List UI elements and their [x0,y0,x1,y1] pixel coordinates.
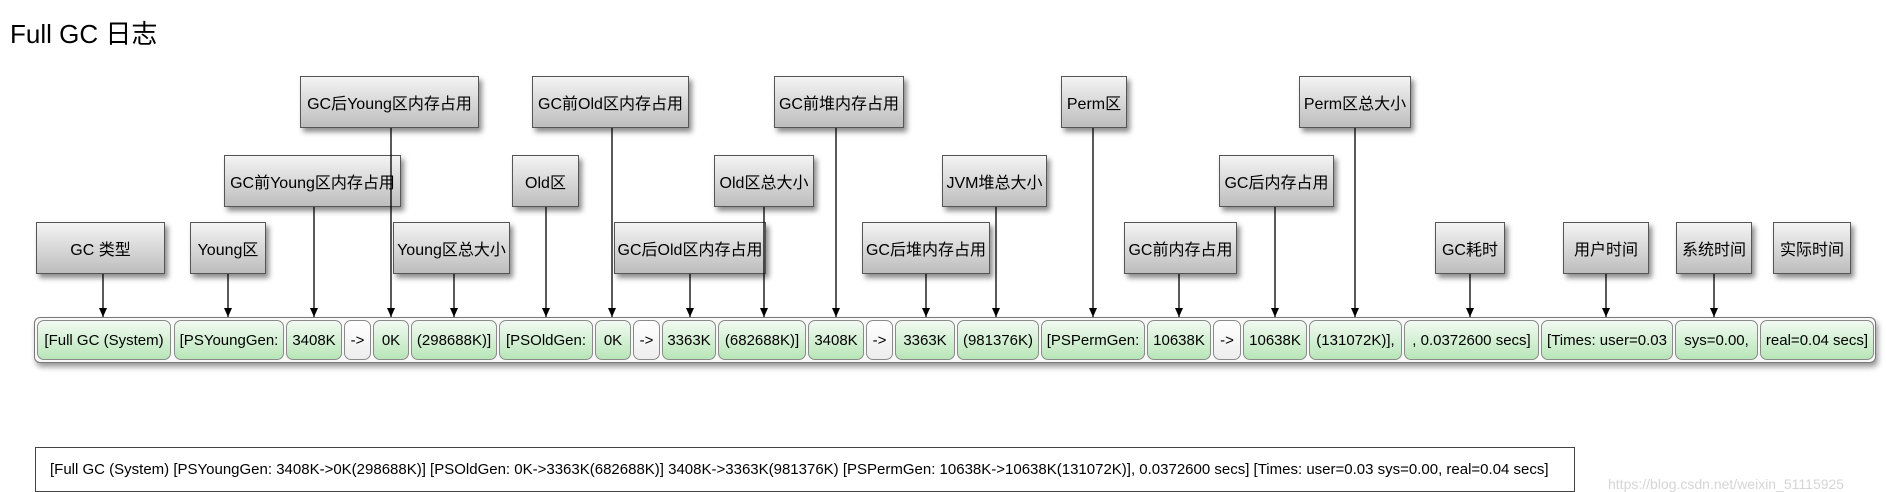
label-young-area: Young区 [190,222,266,274]
label-young-total: Young区总大小 [393,222,510,274]
label-old-before: GC前Old区内存占用 [532,76,689,128]
label-old-after: GC后Old区内存占用 [614,222,766,274]
label-heap-before: GC前堆内存占用 [774,76,904,128]
segment-psyounggen: [PSYoungGen: [174,320,284,360]
label-real-time: 实际时间 [1773,222,1851,274]
segment-pspermgen: [PSPermGen: [1041,320,1145,360]
segment-heap-after: 3363K [895,320,955,360]
label-perm-total: Perm区总大小 [1299,76,1411,128]
segment-perm-before: 10638K [1147,320,1211,360]
segment-young-total: (298688K)] [411,320,497,360]
watermark: https://blog.csdn.net/weixin_51115925 [1608,476,1845,492]
segment-young-before: 3408K [286,320,342,360]
segment-real: real=0.04 secs] [1760,320,1874,360]
label-gc-type: GC 类型 [36,222,165,274]
label-perm-area: Perm区 [1061,76,1127,128]
segment-full-gc: [Full GC (System) [37,320,171,360]
label-young-before: GC前Young区内存占用 [224,155,401,207]
segment-young-after: 0K [373,320,409,360]
segment-arrow: -> [1213,320,1241,360]
label-perm-after: GC后内存占用 [1219,155,1334,207]
label-jvm-heap-total: JVM堆总大小 [942,155,1047,207]
segment-times-user: [Times: user=0.03 [1541,320,1673,360]
label-young-after: GC后Young区内存占用 [300,76,479,128]
segment-perm-total: (131072K)], [1309,320,1402,360]
segment-arrow: -> [633,320,660,360]
label-sys-time: 系统时间 [1676,222,1752,274]
segment-arrow: -> [866,320,893,360]
label-perm-before: GC前内存占用 [1124,222,1237,274]
label-old-total: Old区总大小 [714,155,814,207]
diagram-title: Full GC 日志 [10,19,158,49]
segment-arrow: -> [344,320,371,360]
segment-old-after: 3363K [662,320,716,360]
label-old-area: Old区 [512,155,579,207]
segment-gc-secs: , 0.0372600 secs] [1404,320,1539,360]
label-heap-after: GC后堆内存占用 [862,222,990,274]
summary-log-line: [Full GC (System) [PSYoungGen: 3408K->0K… [50,461,1549,478]
segment-heap-total: (981376K) [957,320,1039,360]
label-user-time: 用户时间 [1563,222,1649,274]
segment-sys: sys=0.00, [1675,320,1758,360]
segment-psoldgen: [PSOldGen: [499,320,593,360]
label-gc-time: GC耗时 [1435,222,1505,274]
segment-perm-after: 10638K [1243,320,1307,360]
segment-old-before: 0K [595,320,631,360]
segment-heap-before: 3408K [808,320,864,360]
segment-old-total: (682688K)] [718,320,806,360]
